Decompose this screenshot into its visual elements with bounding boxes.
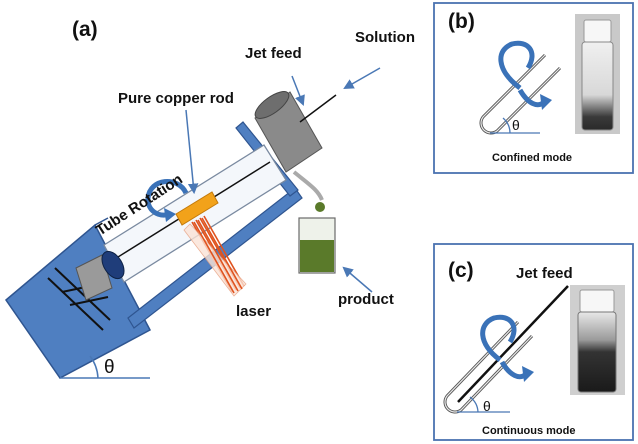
rotation-arrow bbox=[145, 179, 189, 218]
tube-end-cap bbox=[101, 250, 125, 280]
copper-rod bbox=[175, 191, 219, 226]
theta-c: θ bbox=[483, 398, 491, 414]
label-solution: Solution bbox=[355, 29, 415, 46]
label-product: product bbox=[338, 291, 394, 308]
droplet-1 bbox=[315, 202, 325, 212]
laser-beam bbox=[183, 215, 247, 297]
u-tube-continuous bbox=[443, 320, 534, 414]
rail-1 bbox=[54, 267, 111, 321]
u-tube-confined bbox=[479, 53, 562, 135]
label-jet-feed: Jet feed bbox=[245, 45, 302, 62]
theta-b: θ bbox=[512, 117, 520, 133]
panel-c-label: (c) bbox=[448, 259, 474, 282]
product-beaker bbox=[298, 217, 336, 274]
drip-tube bbox=[292, 170, 324, 201]
panel-a-label: (a) bbox=[72, 18, 98, 41]
caption-confined: Confined mode bbox=[492, 152, 572, 164]
panel-c: (c) Jet feed θ Continuous mode bbox=[433, 243, 634, 441]
vial-photo-c bbox=[570, 285, 625, 395]
panel-a: (a) bbox=[4, 18, 415, 379]
feed-cap bbox=[254, 91, 323, 173]
jet-feed-line-c bbox=[457, 285, 569, 403]
label-copper-rod: Pure copper rod bbox=[118, 90, 234, 107]
label-jet-feed-c: Jet feed bbox=[516, 265, 573, 282]
label-laser: laser bbox=[236, 303, 271, 320]
panel-b: (b) θ Confined mode bbox=[433, 2, 634, 174]
caption-continuous: Continuous mode bbox=[482, 425, 576, 437]
panel-b-label: (b) bbox=[448, 10, 475, 33]
angle-arc bbox=[89, 355, 99, 379]
rotation-arrow-b bbox=[498, 40, 535, 90]
theta-a: θ bbox=[104, 357, 115, 378]
rotation-arrow-c bbox=[480, 314, 517, 363]
vial-photo-b bbox=[575, 14, 620, 134]
jet-feed-line bbox=[299, 94, 337, 123]
